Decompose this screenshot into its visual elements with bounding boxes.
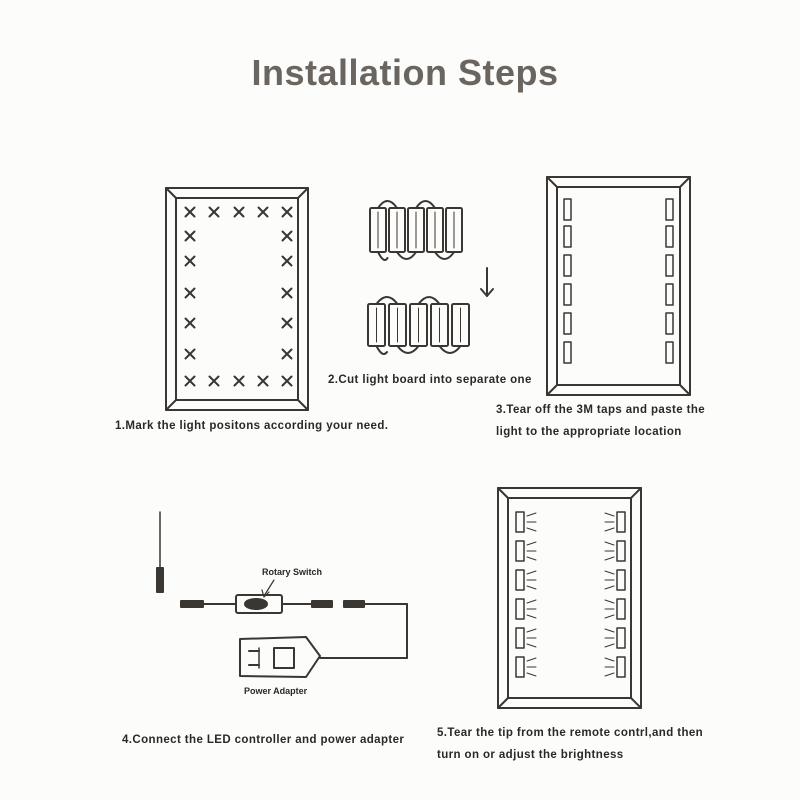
- x-mark-icon: [184, 348, 196, 360]
- light-strip: [563, 225, 572, 248]
- x-mark-icon: [281, 287, 293, 299]
- x-mark-icon: [281, 206, 293, 218]
- step2-caption: 2.Cut light board into separate one: [328, 374, 532, 386]
- light-strip: [665, 312, 674, 335]
- glowing-light: [604, 511, 626, 533]
- rotary-switch-pointer-icon: [261, 579, 275, 598]
- glowing-light: [515, 569, 537, 591]
- x-mark-icon: [208, 375, 220, 387]
- light-strip: [563, 254, 572, 277]
- glowing-light: [515, 511, 537, 533]
- led-module: [445, 207, 463, 253]
- glowing-light: [604, 656, 626, 678]
- light-strip: [665, 225, 674, 248]
- led-module: [388, 303, 407, 347]
- step4-wiring: [156, 511, 408, 659]
- light-strip: [665, 254, 674, 277]
- x-mark-icon: [233, 375, 245, 387]
- led-module: [407, 207, 425, 253]
- step5-caption-line2: turn on or adjust the brightness: [437, 749, 624, 761]
- step1-x-marks: [184, 206, 293, 387]
- step1-caption: 1.Mark the light positons according your…: [115, 420, 389, 432]
- led-module: [388, 207, 406, 253]
- led-module: [430, 303, 449, 347]
- rotary-switch-label: Rotary Switch: [262, 567, 323, 577]
- power-adapter-label: Power Adapter: [244, 686, 308, 696]
- glowing-light: [515, 656, 537, 678]
- step3-mirror: [546, 176, 691, 396]
- step2-down-arrow-icon: [480, 267, 494, 297]
- light-strip: [563, 198, 572, 221]
- glowing-light: [604, 598, 626, 620]
- x-mark-icon: [184, 375, 196, 387]
- glowing-light: [515, 627, 537, 649]
- light-strip: [665, 283, 674, 306]
- step5-mirror: [497, 487, 642, 709]
- step3-caption-line2: light to the appropriate location: [496, 426, 682, 438]
- x-mark-icon: [281, 348, 293, 360]
- x-mark-icon: [184, 317, 196, 329]
- x-mark-icon: [281, 375, 293, 387]
- step3-caption-line1: 3.Tear off the 3M taps and paste the: [496, 404, 706, 416]
- x-mark-icon: [281, 255, 293, 267]
- x-mark-icon: [233, 206, 245, 218]
- module-row: [369, 200, 463, 261]
- led-module: [369, 207, 387, 253]
- x-mark-icon: [257, 375, 269, 387]
- page-title: Installation Steps: [251, 52, 559, 93]
- step1-mirror: [165, 187, 309, 411]
- light-strip: [563, 341, 572, 364]
- module-row: [367, 296, 470, 355]
- step2-light-modules: [367, 200, 470, 355]
- led-module: [451, 303, 470, 347]
- x-mark-icon: [281, 317, 293, 329]
- step4-caption: 4.Connect the LED controller and power a…: [122, 734, 405, 746]
- led-module: [367, 303, 386, 347]
- x-mark-icon: [184, 287, 196, 299]
- step3-light-strips: [563, 198, 674, 364]
- x-mark-icon: [184, 206, 196, 218]
- glowing-light: [604, 540, 626, 562]
- power-adapter-icon: [239, 636, 321, 678]
- x-mark-icon: [184, 255, 196, 267]
- led-module: [426, 207, 444, 253]
- glowing-light: [515, 598, 537, 620]
- x-mark-icon: [208, 206, 220, 218]
- glowing-light: [515, 540, 537, 562]
- glowing-light: [604, 627, 626, 649]
- light-strip: [563, 312, 572, 335]
- step5-caption-line1: 5.Tear the tip from the remote contrl,an…: [437, 727, 704, 739]
- light-strip: [665, 198, 674, 221]
- light-strip: [563, 283, 572, 306]
- light-strip: [665, 341, 674, 364]
- x-mark-icon: [257, 206, 269, 218]
- x-mark-icon: [281, 230, 293, 242]
- x-mark-icon: [184, 230, 196, 242]
- glowing-light: [604, 569, 626, 591]
- led-module: [409, 303, 428, 347]
- step5-glowing-strips: [515, 511, 626, 678]
